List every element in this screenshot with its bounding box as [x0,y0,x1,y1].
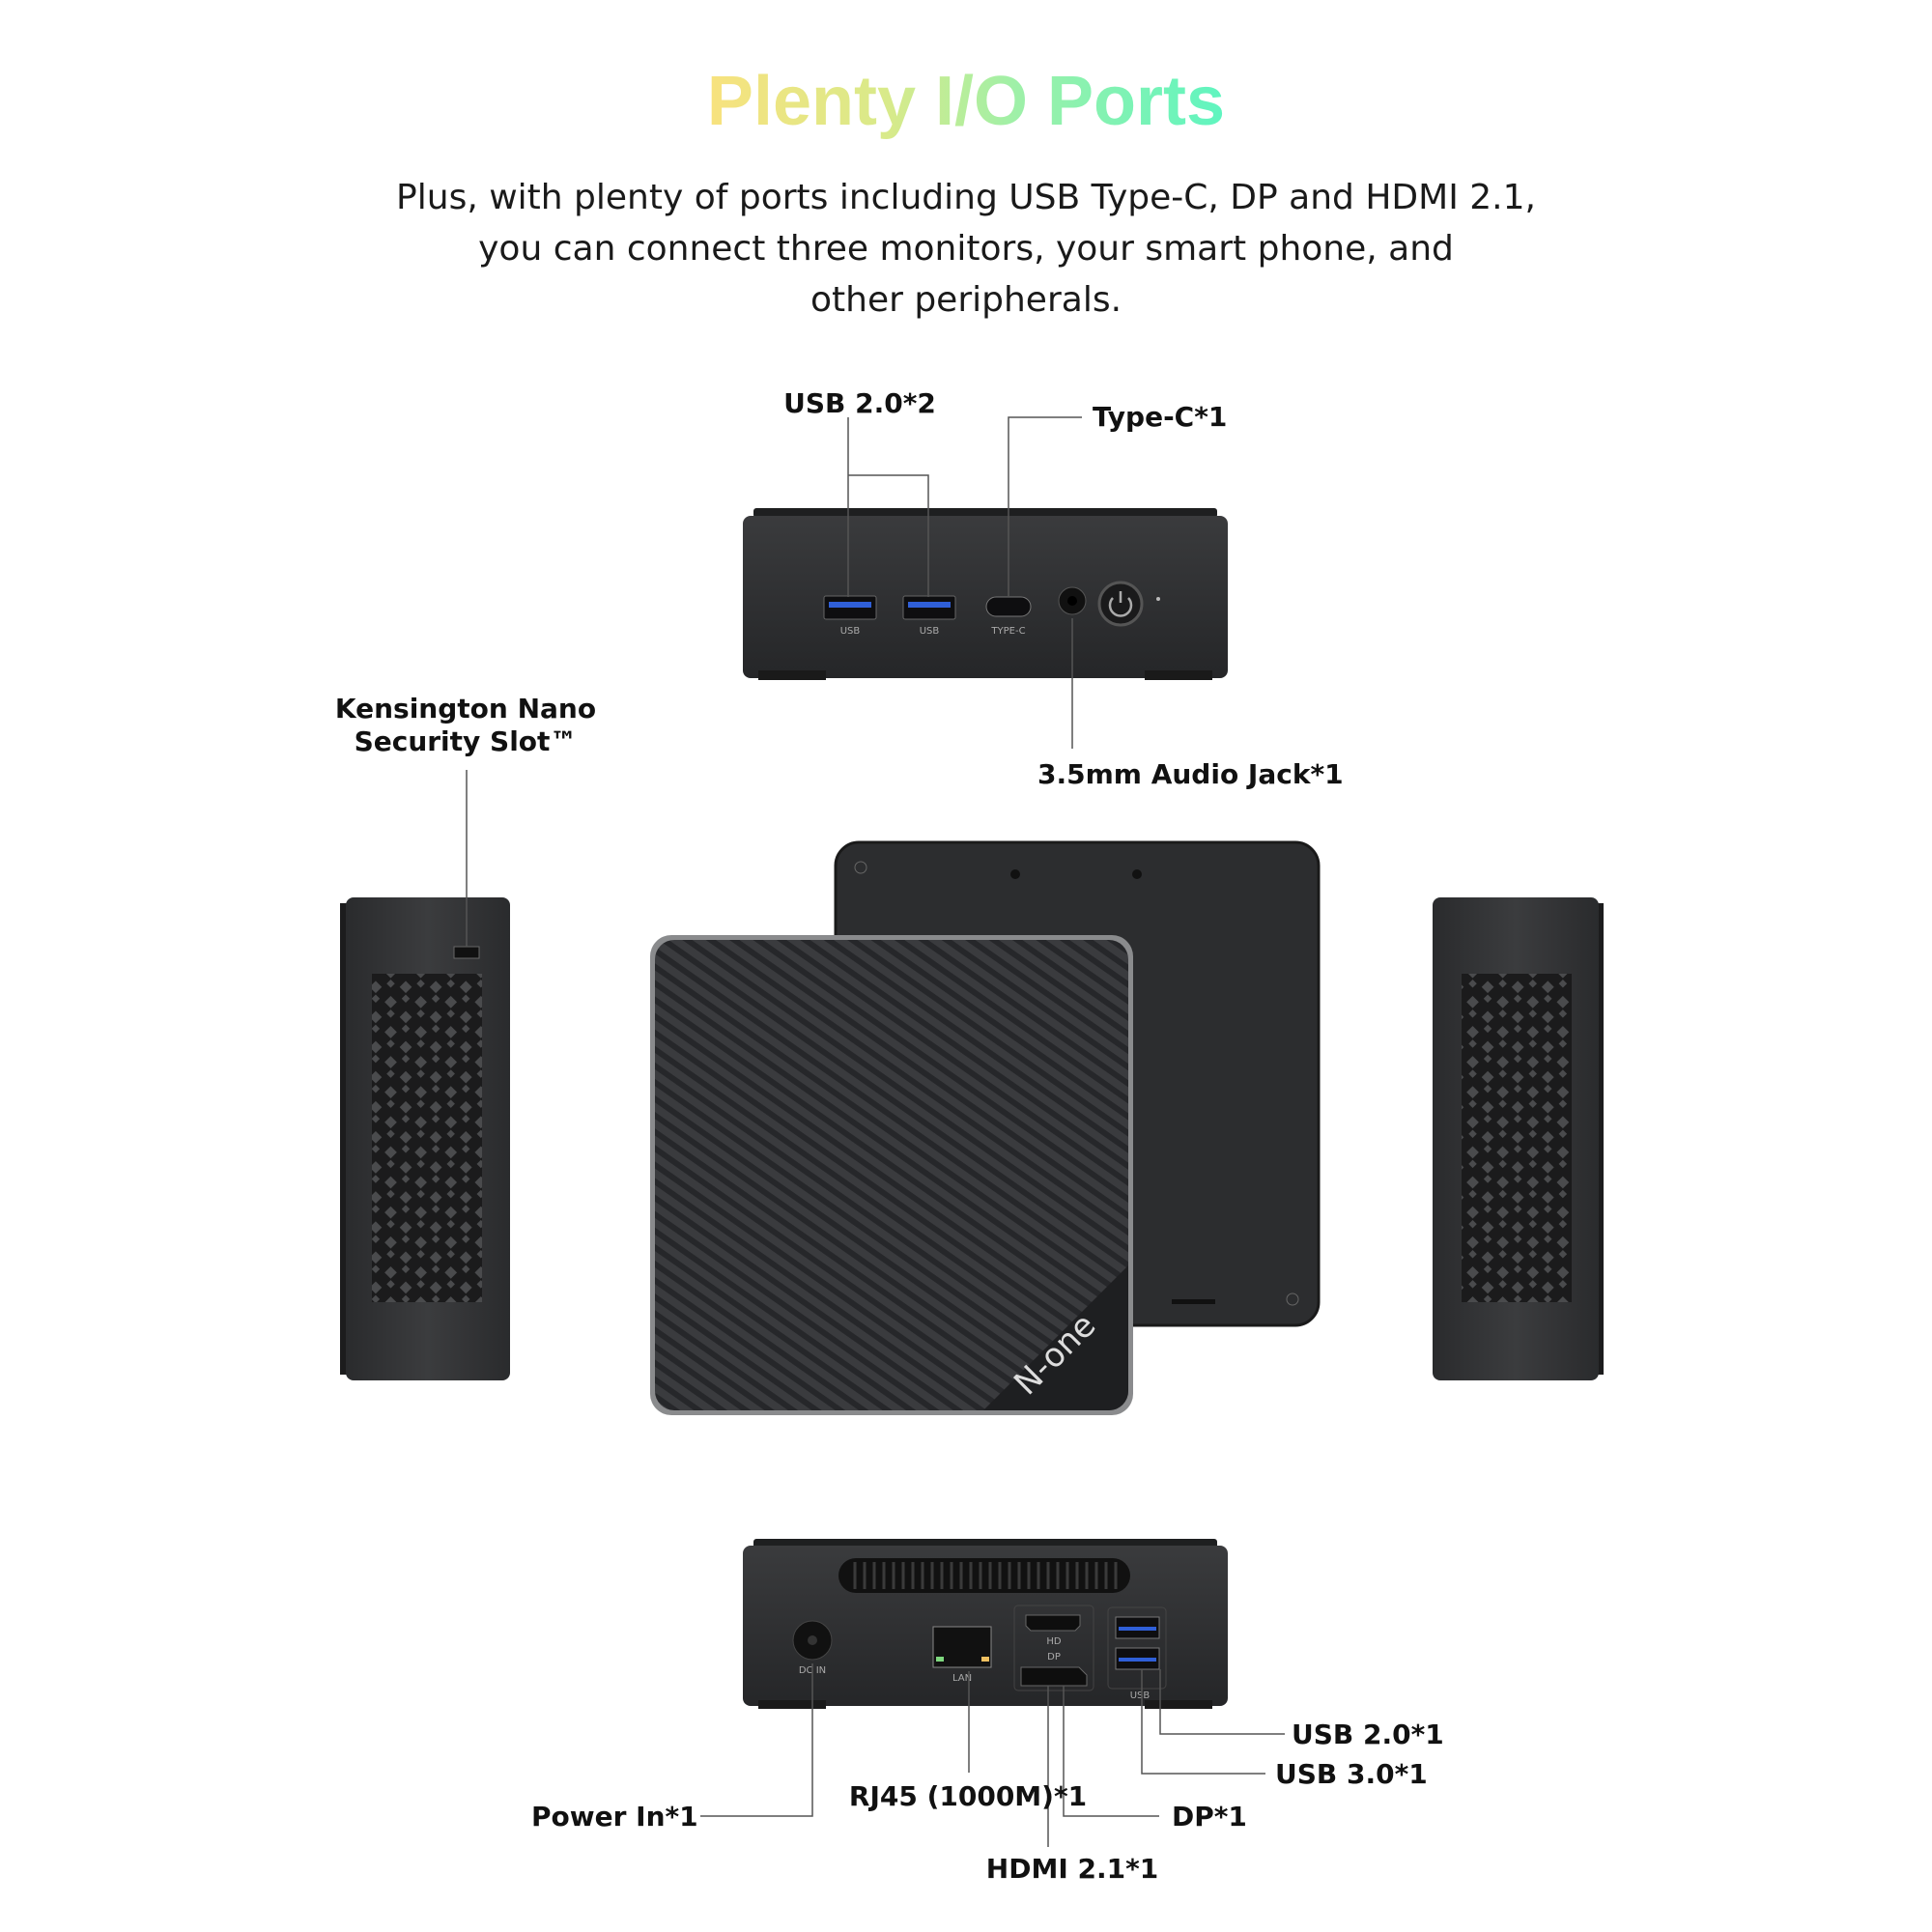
dp-port [1020,1666,1088,1687]
label-typec: Type-C*1 [1093,401,1227,433]
label-dp: DP*1 [1172,1801,1247,1833]
description: Plus, with plenty of ports including USB… [290,172,1642,326]
top-view: N-one [650,935,1133,1415]
label-audio-jack: 3.5mm Audio Jack*1 [1037,758,1344,790]
page-title: Plenty I/O Ports [707,58,1225,145]
hdmi-port [1025,1614,1081,1632]
port-print: USB [920,626,940,637]
label-usb20-front: USB 2.0*2 [783,387,936,419]
description-line: you can connect three monitors, your sma… [478,229,1454,269]
label-kensington: Kensington Nano [335,693,596,724]
port-print: DP [1047,1652,1061,1662]
power-button[interactable] [1097,581,1144,627]
rear-view: DC IN LAN HD DP USB [743,1539,1228,1709]
port-print: USB [1130,1690,1151,1701]
port-print: USB [840,626,861,637]
power-icon [1108,591,1133,617]
label-power-in: Power In*1 [531,1801,698,1833]
front-view: USB USB TYPE-C [743,508,1228,680]
description-line: Plus, with plenty of ports including USB… [396,178,1536,217]
port-print: LAN [952,1673,972,1684]
left-side-view [340,897,510,1380]
port-print: TYPE-C [990,626,1025,637]
page-title-wrap: Plenty I/O Ports [0,58,1932,145]
label-rj45: RJ45 (1000M)*1 [849,1780,1087,1812]
label-usb20-rear: USB 2.0*1 [1292,1719,1444,1750]
label-usb30: USB 3.0*1 [1275,1758,1428,1790]
typec-port [985,596,1032,617]
right-side-view [1433,897,1604,1380]
port-print: HD [1046,1636,1062,1647]
kensington-slot [453,946,480,959]
label-kensington: Security Slot™ [355,725,578,757]
description-line: other peripherals. [810,280,1122,320]
label-hdmi: HDMI 2.1*1 [986,1853,1158,1885]
